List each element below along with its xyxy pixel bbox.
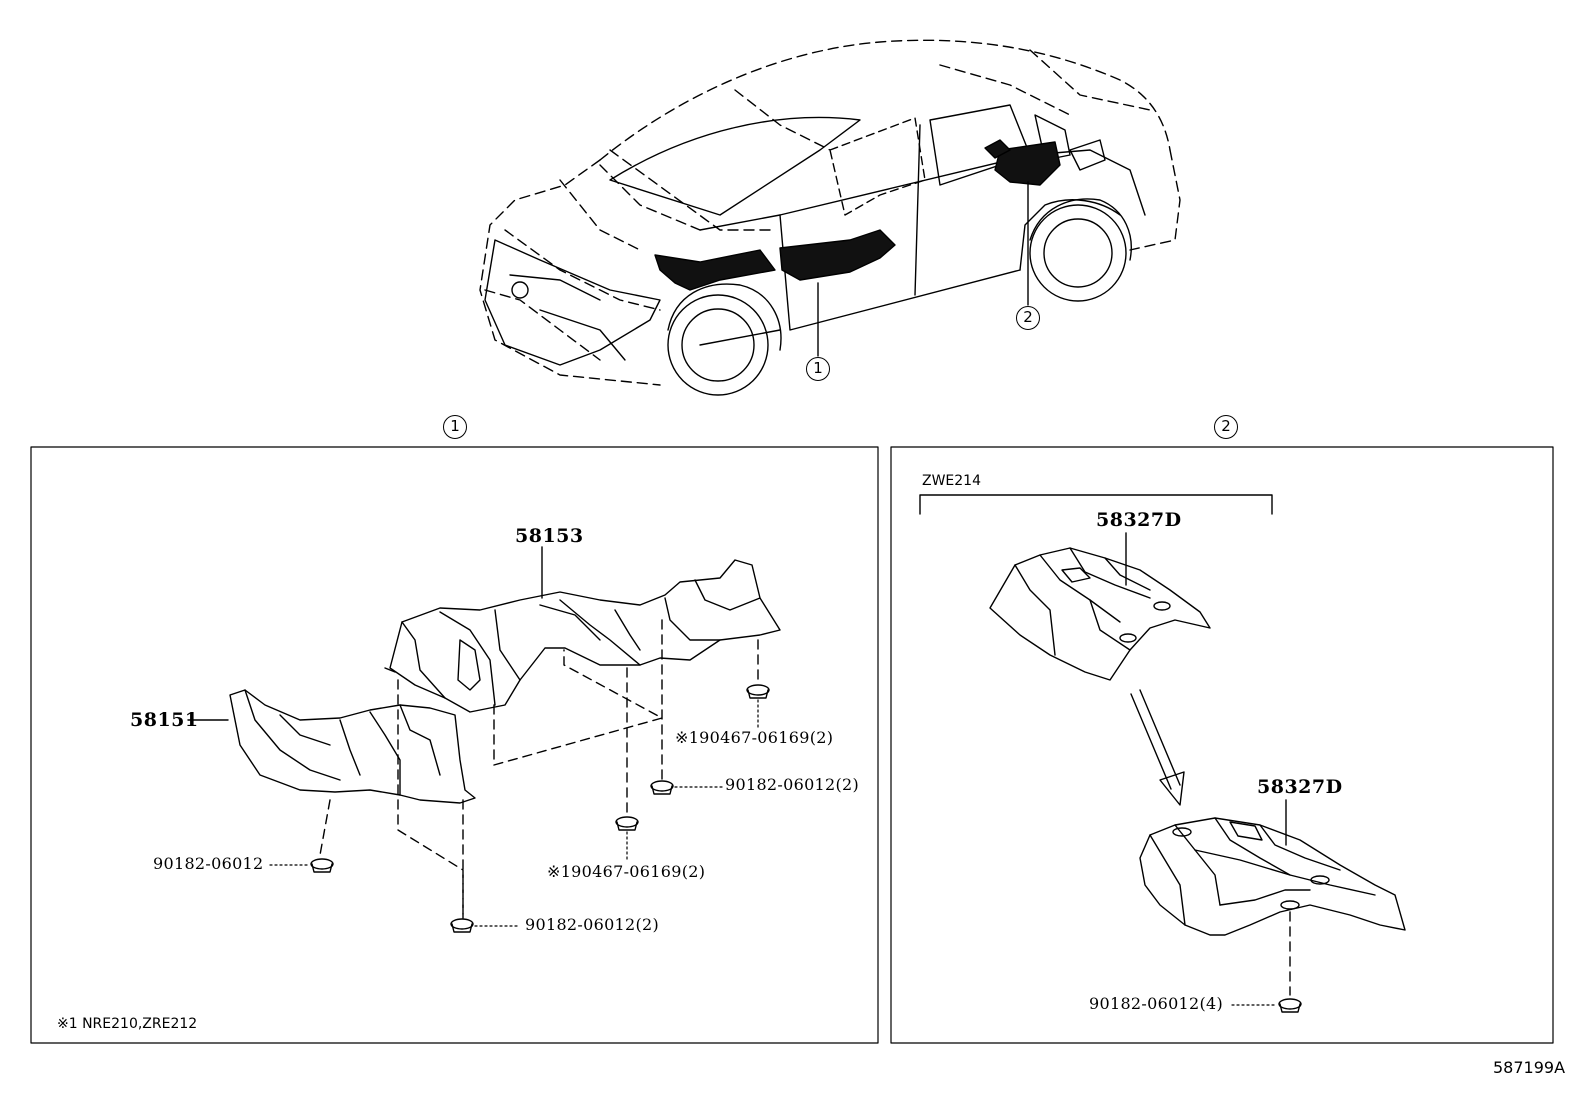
heat-insulator-icon	[989, 547, 1211, 681]
part-label-58153: 58153	[515, 525, 584, 547]
heat-insulator-icon	[384, 559, 781, 713]
part-label-nut-a: 90182-06012(2)	[725, 775, 860, 794]
panel-2-frame	[890, 446, 1554, 1044]
part-label-bolt-b: ※190467-06169(2)	[547, 862, 706, 881]
panel-1-frame	[30, 446, 879, 1044]
car-overview-icon	[479, 39, 1181, 396]
heat-insulator-icon	[1139, 817, 1406, 936]
arrow-down-icon	[1130, 689, 1185, 806]
panel-1-heading: 1	[443, 415, 467, 439]
part-label-58327d-upper: 58327D	[1096, 509, 1182, 531]
part-label-58327d-lower: 58327D	[1257, 776, 1343, 798]
clip-nut-icon	[310, 684, 770, 933]
variant-bracket	[919, 494, 1273, 515]
footnote: ※1 NRE210,ZRE212	[57, 1016, 198, 1032]
clip-nut-icon	[1278, 998, 1302, 1013]
part-label-nut-b: 90182-06012	[153, 854, 264, 873]
heat-insulator-icon	[229, 689, 476, 804]
callout-1: 1	[806, 357, 830, 381]
part-label-nut-2: 90182-06012(4)	[1089, 994, 1224, 1013]
part-label-nut-c: 90182-06012(2)	[525, 915, 660, 934]
panel-2-heading: 2	[1214, 415, 1238, 439]
variant-label: ZWE214	[922, 473, 982, 489]
figure-id: 587199A	[1493, 1058, 1566, 1077]
part-label-bolt-a: ※190467-06169(2)	[675, 728, 834, 747]
part-label-58151: 58151	[130, 709, 199, 731]
callout-2: 2	[1016, 306, 1040, 330]
